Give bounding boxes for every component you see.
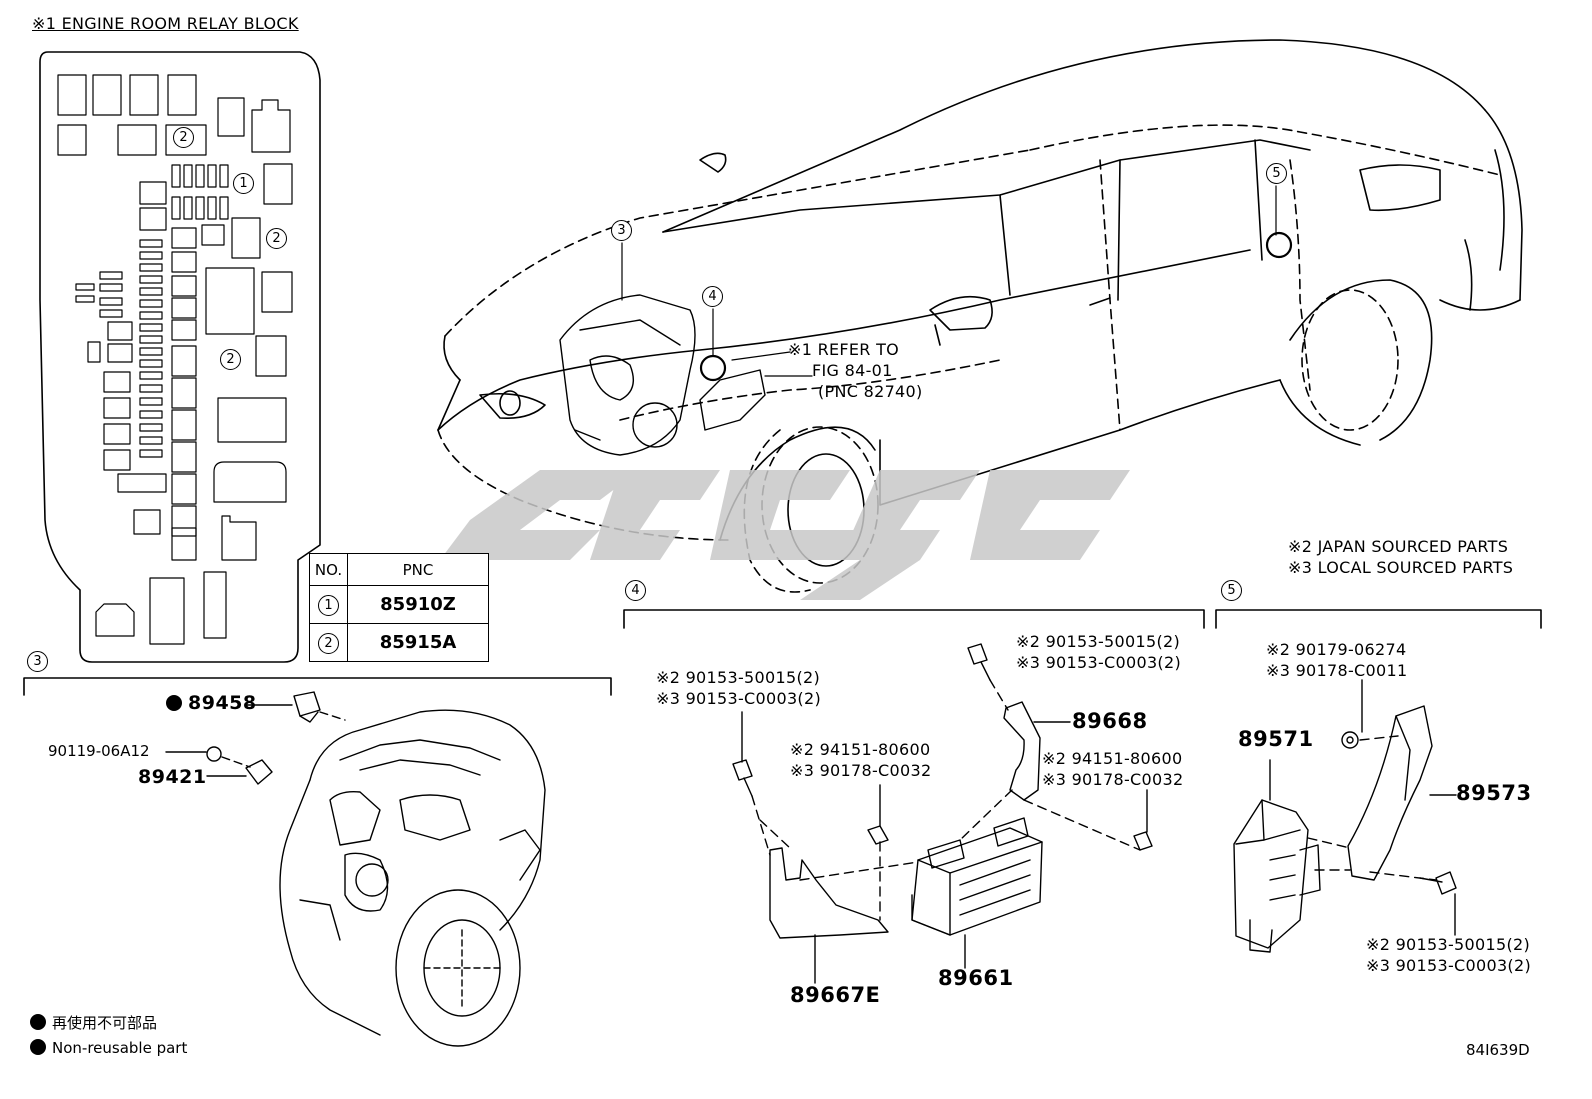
- refer-note-line3: (PNC 82740): [818, 382, 923, 401]
- header-pnc: PNC: [347, 553, 489, 586]
- section3-bracket: [23, 677, 612, 696]
- callout-2: 2: [173, 127, 194, 148]
- pnc-table: NO. PNC 1 85910Z 2 85915A: [309, 553, 489, 662]
- callout-3: 3: [611, 220, 632, 241]
- row-no: 2: [318, 632, 339, 654]
- nut-mid-jp: ※2 94151-80600: [790, 740, 931, 759]
- row-no: 1: [318, 594, 339, 616]
- part-89573: 89573: [1456, 781, 1532, 805]
- nut-local: ※3 90178-C0011: [1266, 661, 1408, 680]
- section3-label: 3: [27, 651, 48, 672]
- row-pnc: 85910Z: [347, 585, 489, 624]
- module-location-marker: [1265, 231, 1293, 259]
- relay-block-outline: [39, 51, 321, 663]
- bolt-jp: ※2 90153-50015(2): [1366, 935, 1531, 954]
- part-89421: 89421: [138, 766, 207, 788]
- legend-en: Non-reusable part: [30, 1039, 187, 1056]
- bolt-local: ※3 90153-C0003(2): [1366, 956, 1531, 975]
- part-89571: 89571: [1238, 727, 1314, 751]
- row-pnc: 85915A: [347, 623, 489, 662]
- bolt-left-local: ※3 90153-C0003(2): [656, 689, 821, 708]
- watermark: [440, 470, 1130, 600]
- nut-right-jp: ※2 94151-80600: [1042, 749, 1183, 768]
- nut-mid-local: ※3 90178-C0032: [790, 761, 932, 780]
- part-89661: 89661: [938, 966, 1014, 990]
- page-title: ※1 ENGINE ROOM RELAY BLOCK: [32, 14, 299, 33]
- bolt-left-jp: ※2 90153-50015(2): [656, 668, 821, 687]
- section4-parts: [732, 643, 1153, 984]
- callout-1: 1: [233, 173, 254, 194]
- section5-parts: [1233, 679, 1457, 953]
- part-89668: 89668: [1072, 709, 1148, 733]
- bolt-top-jp: ※2 90153-50015(2): [1016, 632, 1181, 651]
- note-local-sourced: ※3 LOCAL SOURCED PARTS: [1288, 558, 1514, 577]
- note-japan-sourced: ※2 JAPAN SOURCED PARTS: [1288, 537, 1509, 556]
- legend-jp: 再使用不可部品: [30, 1014, 157, 1031]
- car-body: [437, 39, 1523, 593]
- bolt-top-local: ※3 90153-C0003(2): [1016, 653, 1181, 672]
- section5-bracket: [1215, 609, 1542, 629]
- callout-2: 2: [220, 349, 241, 370]
- part-89667E: 89667E: [790, 983, 881, 1007]
- figure-code: 84I639D: [1466, 1041, 1530, 1059]
- section5-label: 5: [1221, 580, 1242, 601]
- section4-bracket: [623, 609, 1205, 629]
- section4-label: 4: [625, 580, 646, 601]
- part-89458: 89458: [166, 694, 257, 713]
- callout-4: 4: [702, 286, 723, 307]
- refer-note-line2: FIG 84-01: [812, 361, 893, 380]
- table-row: 1 85910Z: [309, 585, 489, 624]
- callout-5: 5: [1266, 163, 1287, 184]
- header-no: NO.: [309, 553, 348, 586]
- car-engine: [559, 294, 766, 456]
- ecu-location-marker: [699, 354, 727, 382]
- relay-block-cells: [57, 74, 293, 645]
- nut-right-local: ※3 90178-C0032: [1042, 770, 1184, 789]
- table-header: NO. PNC: [309, 553, 489, 586]
- engine-assembly: [279, 709, 546, 1047]
- refer-note-line1: ※1 REFER TO: [788, 340, 900, 359]
- car-leaders: [621, 185, 1277, 377]
- non-reusable-dot: [166, 695, 182, 711]
- section3-parts: [165, 691, 346, 785]
- nut-jp: ※2 90179-06274: [1266, 640, 1407, 659]
- callout-2: 2: [266, 228, 287, 249]
- part-90119-06A12: 90119-06A12: [48, 742, 150, 760]
- non-reusable-dot: [30, 1039, 46, 1055]
- non-reusable-dot: [30, 1014, 46, 1030]
- table-row: 2 85915A: [309, 623, 489, 662]
